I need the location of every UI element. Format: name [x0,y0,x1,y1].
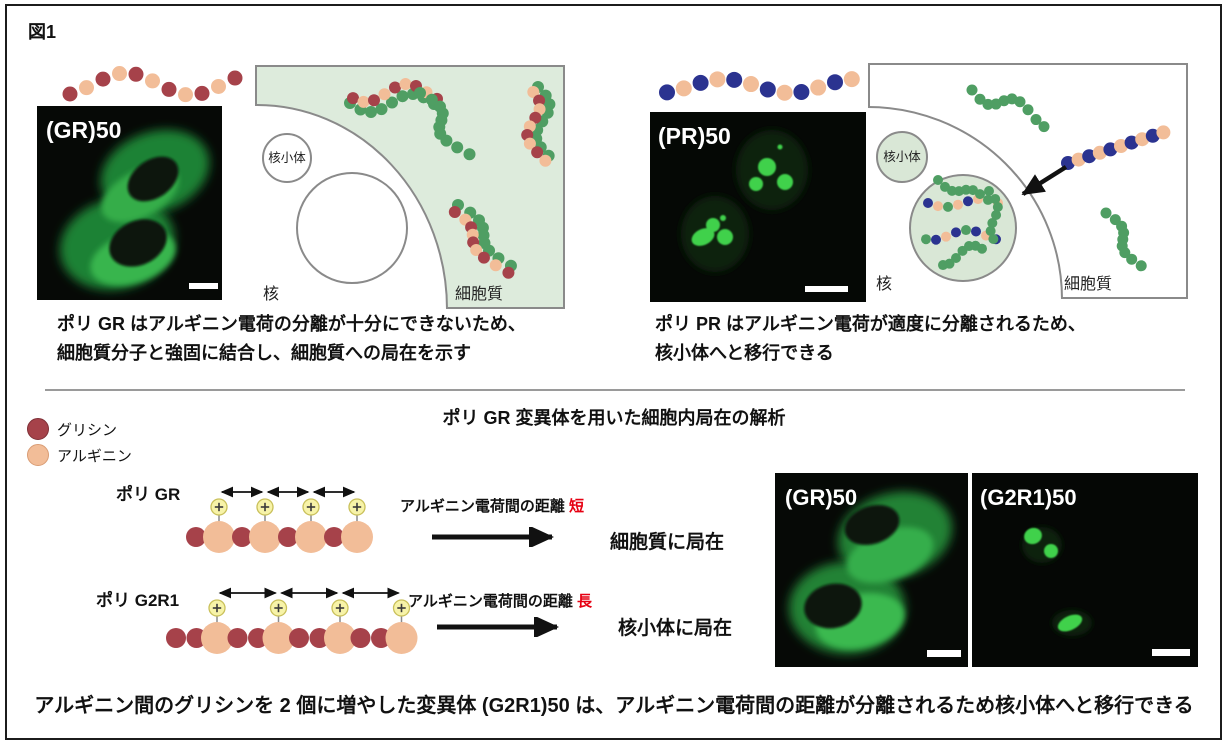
nucleolus-contents [921,175,1003,271]
bound-chain-pair-3 [448,199,517,279]
g2r1-result-text: 核小体に局在 [618,618,733,639]
glycine-dot-icon [27,418,49,440]
section-divider [45,389,1185,391]
free-green-chain [414,87,476,161]
distance-long-value: 長 [577,593,593,610]
nucleolus-label: 核小体 [268,151,306,165]
gr50-label: (GR)50 [46,117,121,143]
gr-cell-diagram: 核小体 核 細胞質 [255,65,565,309]
g2r1-bead-row [166,622,418,654]
scale-bar [1152,649,1190,656]
gr50-bottom-label: (GR)50 [785,485,857,510]
gr-caption: ポリ GR はアルギニン電荷の分離が十分にできないため、 細胞質分子と強固に結合… [57,310,526,368]
gr-result-text: 細胞質に局在 [610,532,725,553]
pr-chain-beads [659,71,860,101]
figure-bottom-caption: アルギニン間のグリシンを 2 個に増やした変異体 (G2R1)50 は、アルギニ… [34,695,1194,717]
pr-cell-diagram: 核小体 核 細胞質 [868,63,1188,299]
g2r1-charge-marks [208,587,411,624]
figure-number-label: 図1 [28,22,57,42]
nucleus-label: 核 [263,285,279,303]
pr-caption-line2: 核小体へと移行できる [655,343,834,363]
distance-short-value: 短 [569,498,585,515]
scale-bar [189,283,218,289]
scale-bar [927,650,961,657]
figure-border [5,4,1222,740]
g2r1-50-label: (G2R1)50 [980,485,1077,510]
nucleus-label: 核 [876,275,892,293]
section-title: ポリ GR 変異体を用いた細胞内局在の解析 [442,408,786,428]
nucleolus-circle [876,131,928,183]
cytoplasm-label: 細胞質 [455,285,503,303]
pr-caption-line1: ポリ PR はアルギニン電荷が適度に分離されるため、 [655,314,1086,334]
arginine-dot-icon [27,444,49,466]
pr-caption: ポリ PR はアルギニン電荷が適度に分離されるため、 核小体へと移行できる [655,310,1086,368]
nucleolus-circle [262,133,312,183]
g2r1-50-micrograph: (G2R1)50 [972,473,1198,667]
legend-item-glycine: グリシン [27,418,117,440]
poly-gr-bead-model [186,486,373,553]
micrograph-background [972,473,1198,667]
cytoplasm-green-chain-right [1100,207,1147,272]
poly-g2r1-bead-model [166,587,418,654]
nucleolar-foci [1024,527,1083,632]
g2r1-distance-text: アルギニン電荷間の距離 長 [408,593,593,610]
bound-chain-pair-2 [521,81,556,167]
gr50-micrograph: (GR)50 [37,106,222,300]
translocation-arrow [1021,165,1068,196]
arginine-label: アルギニン [57,447,132,465]
fluorescent-cells [59,129,210,290]
scale-bar [805,286,848,292]
gr-charge-marks [210,486,366,523]
pr50-label: (PR)50 [658,123,731,149]
gr-peptide-chain-illustration [62,66,243,103]
g2r1-result-arrow [437,617,560,637]
gr-caption-line1: ポリ GR はアルギニン電荷の分離が十分にできないため、 [57,314,526,334]
pr-peptide-chain-illustration [659,71,860,101]
nucleolus-circle-large [296,172,408,284]
gr50-micrograph-bottom: (GR)50 [775,473,968,667]
gr-caption-line2: 細胞質分子と強固に結合し、細胞質への局在を示す [57,343,471,363]
gr-bead-row [186,521,373,553]
poly-g2r1-name: ポリ G2R1 [96,591,180,610]
gr-distance-text: アルギニン電荷間の距離 短 [400,498,585,515]
nucleolus-label: 核小体 [883,150,921,164]
cytoplasm-label: 細胞質 [1064,275,1112,293]
legend-item-arginine: アルギニン [27,444,132,466]
poly-gr-name: ポリ GR [116,485,181,504]
nucleolar-foci [691,144,793,246]
pr50-micrograph: (PR)50 [650,112,866,302]
gr-result-arrow [432,527,555,547]
glycine-label: グリシン [57,421,118,439]
fluorescent-cells [789,491,953,654]
gr-chain-beads [62,66,243,103]
cytoplasm-green-chain-top [966,84,1050,133]
